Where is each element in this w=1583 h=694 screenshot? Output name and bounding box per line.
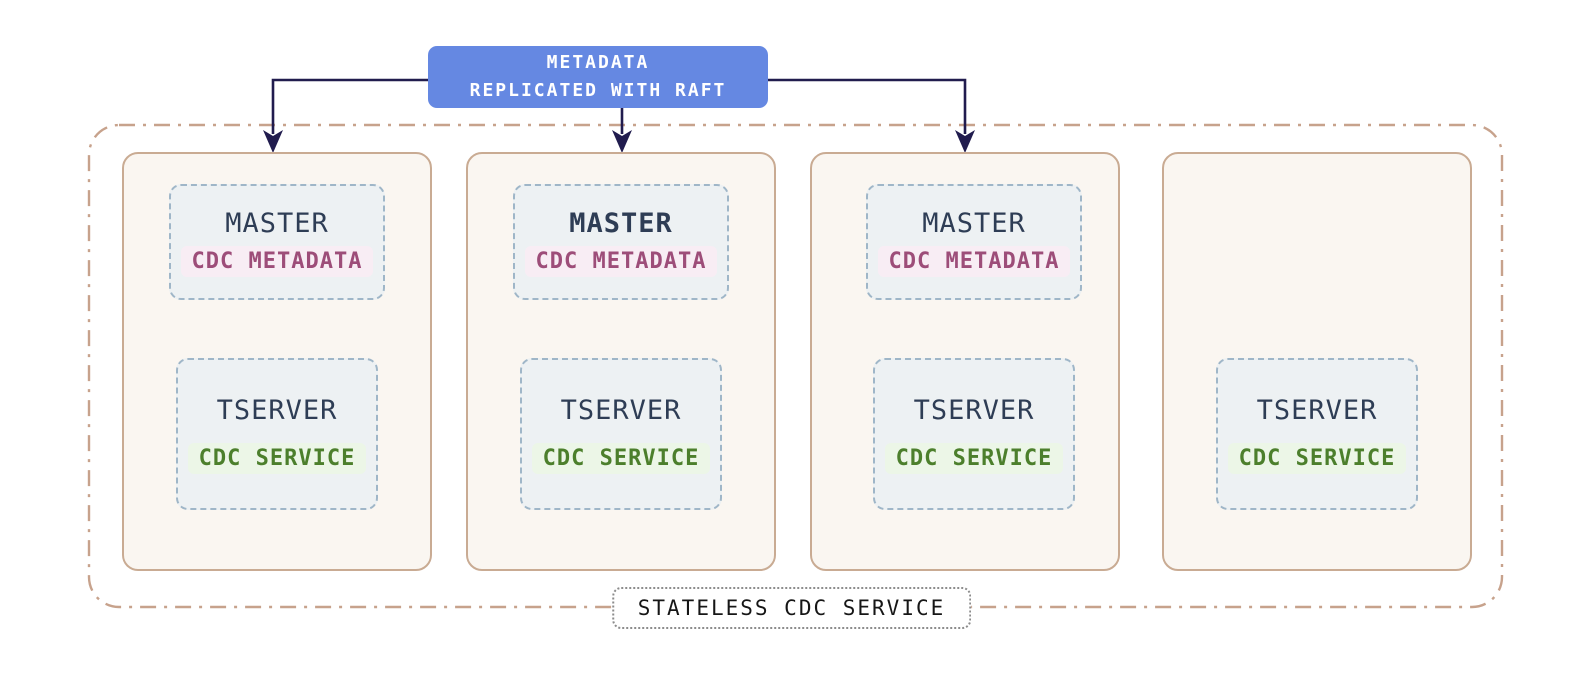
node-1: MASTER CDC METADATA TSERVER CDC SERVICE: [122, 152, 432, 571]
cdc-service-badge: CDC SERVICE: [531, 442, 711, 474]
master-title: MASTER: [569, 207, 673, 239]
node-1-tserver-box: TSERVER CDC SERVICE: [176, 358, 378, 510]
node-2: MASTER CDC METADATA TSERVER CDC SERVICE: [466, 152, 776, 571]
arrow-down-icon: [612, 130, 632, 153]
node-2-master-box: MASTER CDC METADATA: [513, 184, 729, 300]
node-2-tserver-box: TSERVER CDC SERVICE: [520, 358, 722, 510]
connector-to-node-3: [766, 78, 967, 134]
master-title: MASTER: [922, 207, 1026, 239]
node-3-tserver-box: TSERVER CDC SERVICE: [873, 358, 1075, 510]
cdc-metadata-badge: CDC METADATA: [877, 245, 1071, 277]
node-1-master-box: MASTER CDC METADATA: [169, 184, 385, 300]
connector-to-node-1: [271, 78, 431, 134]
tserver-title: TSERVER: [1256, 394, 1378, 426]
tserver-title: TSERVER: [913, 394, 1035, 426]
cdc-service-badge: CDC SERVICE: [187, 442, 367, 474]
raft-box-line1: METADATA: [546, 52, 650, 74]
metadata-raft-box: METADATA REPLICATED WITH RAFT: [428, 46, 768, 108]
raft-box-line2: REPLICATED WITH RAFT: [469, 80, 727, 101]
node-4: TSERVER CDC SERVICE: [1162, 152, 1472, 571]
master-title: MASTER: [225, 207, 329, 239]
cdc-metadata-badge: CDC METADATA: [180, 245, 374, 277]
node-3: MASTER CDC METADATA TSERVER CDC SERVICE: [810, 152, 1120, 571]
cdc-service-badge: CDC SERVICE: [1227, 442, 1407, 474]
raft-replication-connectors: [271, 78, 967, 134]
raft-arrowheads: [263, 130, 975, 153]
arrow-down-icon: [263, 130, 283, 153]
tserver-title: TSERVER: [560, 394, 682, 426]
node-3-master-box: MASTER CDC METADATA: [866, 184, 1082, 300]
cdc-metadata-badge: CDC METADATA: [524, 245, 718, 277]
stateless-cdc-service-label: STATELESS CDC SERVICE: [611, 587, 972, 629]
node-4-tserver-box: TSERVER CDC SERVICE: [1216, 358, 1418, 510]
tserver-title: TSERVER: [216, 394, 338, 426]
cdc-service-badge: CDC SERVICE: [884, 442, 1064, 474]
arrow-down-icon: [955, 130, 975, 153]
